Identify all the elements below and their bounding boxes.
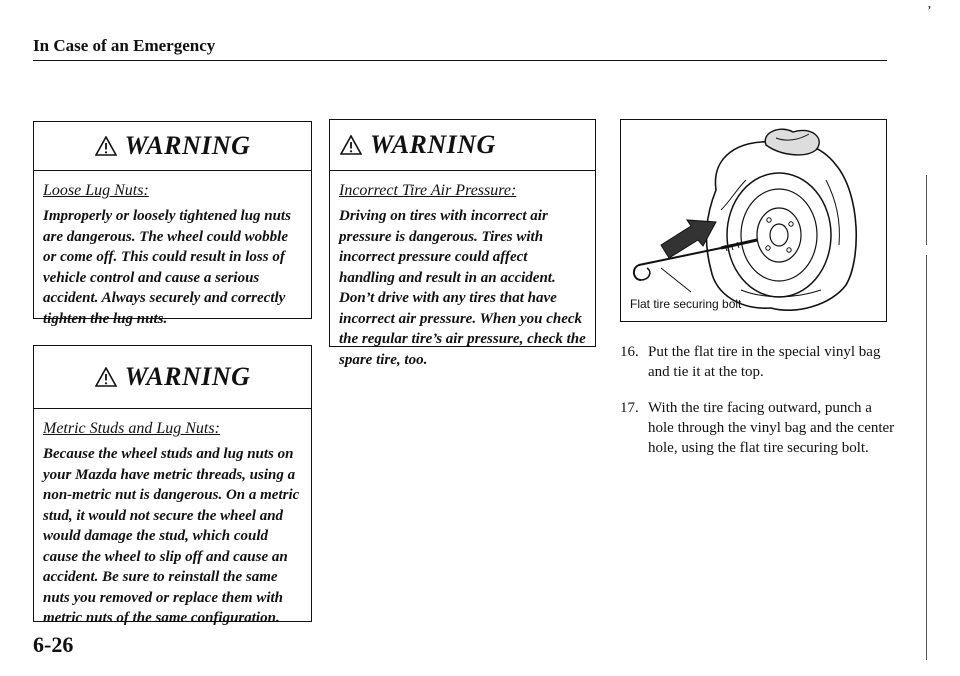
warning-header: WARNING	[34, 122, 311, 171]
warning-box-loose-lug-nuts: WARNING Loose Lug Nuts: Improperly or lo…	[33, 121, 312, 327]
margin-line	[926, 175, 927, 245]
section-header-title: In Case of an Emergency	[33, 36, 216, 55]
warning-box-metric-studs: WARNING Metric Studs and Lug Nuts: Becau…	[33, 345, 312, 626]
figure-caption: Flat tire securing bolt	[630, 297, 742, 311]
warning-body: Incorrect Tire Air Pressure: Driving on …	[330, 171, 595, 378]
step-item: 17. With the tire facing outward, punch …	[620, 398, 900, 458]
warning-subhead: Incorrect Tire Air Pressure:	[339, 182, 517, 199]
margin-line	[926, 255, 927, 660]
step-number: 17.	[620, 400, 639, 416]
step-item: 16. Put the flat tire in the special vin…	[620, 342, 900, 382]
warning-header: WARNING	[330, 120, 595, 171]
flat-tire-illustration: Flat tire securing bolt	[620, 119, 887, 322]
step-text: With the tire facing outward, punch a ho…	[648, 400, 895, 456]
warning-title: WARNING	[124, 362, 251, 391]
warning-text: Improperly or loosely tightened lug nuts…	[43, 208, 291, 327]
warning-subhead: Metric Studs and Lug Nuts:	[43, 420, 220, 437]
warning-title: WARNING	[124, 131, 251, 160]
warning-text: Because the wheel studs and lug nuts on …	[43, 446, 300, 626]
warning-text: Driving on tires with incorrect air pres…	[339, 208, 586, 368]
warning-body: Loose Lug Nuts: Improperly or loosely ti…	[34, 171, 311, 337]
step-number: 16.	[620, 344, 639, 360]
page-corner-mark: ’	[927, 4, 932, 19]
warning-box-tire-pressure: WARNING Incorrect Tire Air Pressure: Dri…	[329, 119, 596, 368]
page-number: 6-26	[33, 632, 74, 657]
header-divider	[33, 60, 887, 61]
warning-body: Metric Studs and Lug Nuts: Because the w…	[34, 409, 311, 637]
warning-triangle-icon	[94, 136, 117, 156]
warning-title: WARNING	[370, 130, 496, 159]
warning-subhead: Loose Lug Nuts:	[43, 182, 149, 199]
tire-in-bag-drawing	[633, 128, 858, 312]
warning-header: WARNING	[34, 346, 311, 409]
step-text: Put the flat tire in the special vinyl b…	[648, 344, 881, 380]
warning-triangle-icon	[94, 367, 117, 387]
warning-triangle-icon	[340, 135, 362, 155]
